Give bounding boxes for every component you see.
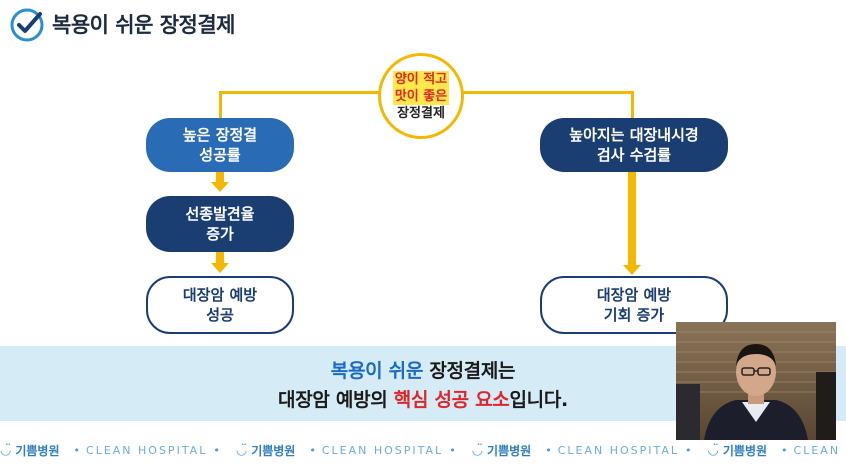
dot-icon: • [73, 443, 81, 457]
caption-highlight-red: 핵심 성공 요소 [393, 389, 510, 411]
smile-face-icon: ◡̈ [0, 442, 12, 458]
caption-highlight-blue: 복용이 쉬운 [330, 360, 424, 382]
smile-face-icon: ◡̈ [235, 442, 248, 458]
arrow-down-icon [211, 182, 229, 192]
caption-line-1: 복용이 쉬운 장정결제는 [0, 356, 846, 383]
caption-text: 장정결제는 [423, 360, 516, 382]
dot-icon: • [309, 443, 316, 457]
check-circle-icon [10, 8, 44, 42]
caption-line-2: 대장암 예방의 핵심 성공 요소입니다. [0, 385, 846, 412]
presenter-webcam [676, 322, 836, 440]
badge-line-1: 양이 적고 [392, 70, 450, 88]
footer-item: ◡̈ 기쁨병원 • CLEAN HOSPITAL • [0, 442, 226, 459]
footer-brand-kr: 기쁨병원 [722, 443, 768, 458]
arrow-down-icon [211, 263, 229, 273]
footer-brand-kr: 기쁨병원 [487, 443, 532, 458]
box-cleansing-success-rate: 높은 장정결 성공률 [146, 118, 294, 172]
footer-brand-en: CLEAN HOSPITAL [86, 443, 208, 457]
page-title: 복용이 쉬운 장정결제 [52, 13, 236, 37]
arrow-right-shaft [628, 172, 636, 265]
footer-brand-en: CLEAN HOSPITAL [793, 443, 846, 457]
connector-horizontal-left [220, 91, 380, 94]
badge-line-2: 맛이 좋은 [392, 87, 450, 105]
dot-icon: • [685, 443, 692, 457]
caption-text: 입니다. [509, 389, 568, 411]
footer-item: ◡̈ 기쁨병원 • CLEAN HOSPITAL • [236, 442, 462, 459]
dot-icon: • [781, 443, 788, 457]
footer-brand-kr: 기쁨병원 [15, 443, 60, 458]
box-adenoma-detection: 선종발견율 증가 [146, 196, 294, 252]
dot-icon: • [449, 443, 456, 457]
footer-ribbon: ◡̈ 기쁨병원 • CLEAN HOSPITAL • ◡̈ 기쁨병원 • CLE… [0, 436, 846, 464]
footer-brand-en: CLEAN HOSPITAL [557, 443, 680, 457]
caption-text: 대장암 예방의 [278, 389, 394, 411]
connector-vertical-right [631, 91, 634, 119]
footer-item: ◡̈ 기쁨병원 • CLEAN HOSPITAL [708, 442, 846, 459]
dot-icon: • [545, 443, 552, 457]
smile-face-icon: ◡̈ [471, 442, 484, 458]
connector-vertical-left [219, 91, 222, 119]
dot-icon: • [213, 443, 220, 457]
smile-face-icon: ◡̈ [707, 442, 719, 458]
arrow-left-2-shaft [216, 252, 224, 263]
connector-horizontal-right [462, 91, 634, 94]
box-screening-rate: 높아지는 대장내시경 검사 수검률 [540, 118, 728, 172]
footer-brand-en: CLEAN HOSPITAL [321, 443, 444, 457]
badge-line-3: 장정결제 [397, 105, 445, 121]
center-badge: 양이 적고 맛이 좋은 장정결제 [378, 53, 464, 139]
footer-item: ◡̈ 기쁨병원 • CLEAN HOSPITAL • [472, 442, 698, 459]
footer-brand-kr: 기쁨병원 [251, 443, 296, 458]
box-prevention-success: 대장암 예방 성공 [146, 276, 294, 334]
arrow-down-icon [623, 265, 641, 275]
arrow-left-1-shaft [216, 172, 224, 182]
